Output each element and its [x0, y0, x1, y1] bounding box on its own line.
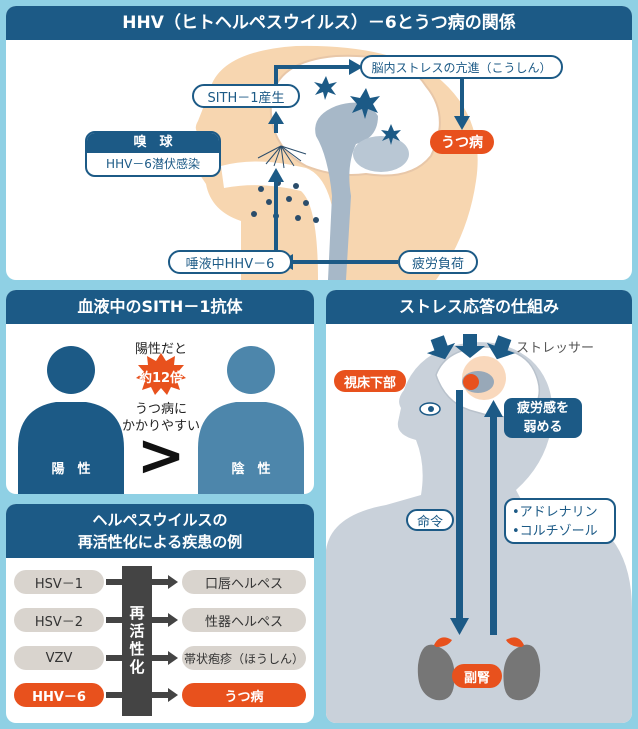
virus-hhv6: HHV－6 — [14, 683, 104, 707]
hypothalamus-label: 視床下部 — [343, 375, 396, 391]
disease-depression: うつ病 — [182, 683, 306, 707]
stressor-label: ストレッサー — [516, 341, 595, 356]
virus-hsv2-label: HSV－2 — [34, 614, 84, 630]
reactivation-panel: ヘルペスウイルスの 再活性化による疾患の例 再活性化 HSV－1 HSV－2 V… — [6, 504, 314, 723]
virus-hsv1-label: HSV－1 — [34, 576, 84, 592]
top-panel: HHV（ヒトヘルペスウイルス）－6とうつ病の関係 — [6, 6, 632, 280]
virus-hsv1: HSV－1 — [14, 570, 104, 594]
virus-hhv6-label: HHV－6 — [32, 689, 86, 705]
silhouettes — [18, 346, 304, 494]
olfactory-title: 嗅 球 — [87, 133, 219, 153]
fatigue-box: 疲労負荷 — [398, 250, 478, 274]
hormone1-item: •アドレナリン — [512, 503, 608, 522]
virus-vzv-label: VZV — [45, 650, 73, 666]
hormone2-label: コルチゾール — [519, 524, 598, 539]
reactivation-title-line1: ヘルペスウイルスの — [92, 511, 228, 529]
brain-stress-label: 脳内ストレスの亢進（こうしん） — [371, 60, 552, 75]
adrenal-label: 副腎 — [463, 670, 490, 686]
virus-vzv: VZV — [14, 646, 104, 670]
command-label: 命令 — [416, 514, 443, 530]
reactivation-title: ヘルペスウイルスの 再活性化による疾患の例 — [6, 504, 314, 558]
olfactory-box: 嗅 球 HHV－6潜伏感染 — [85, 131, 221, 177]
sith-production-label: SITH－1産生 — [207, 90, 285, 106]
times-label: 約12倍 — [138, 371, 184, 386]
disease-depression-label: うつ病 — [224, 689, 264, 705]
reactivation-arrows — [106, 566, 178, 716]
top-panel-title: HHV（ヒトヘルペスウイルス）－6とうつ病の関係 — [6, 6, 632, 40]
virus-hsv2: HSV－2 — [14, 608, 104, 632]
hormone2-item: •コルチゾール — [512, 522, 608, 541]
reactivation-title-line2: 再活性化による疾患の例 — [77, 533, 243, 551]
disease-genital-herpes-label: 性器ヘルペス — [204, 614, 283, 630]
command-box: 命令 — [406, 509, 454, 531]
burst-shape — [136, 353, 186, 395]
disease-shingles: 帯状疱疹（ほうしん） — [182, 646, 306, 670]
adrenal-box: 副腎 — [452, 664, 502, 688]
brain-stress-box: 脳内ストレスの亢進（こうしん） — [360, 55, 563, 79]
body-illustration — [326, 334, 632, 723]
prone-line2: かかりやすい — [121, 419, 200, 434]
hormone1-label: アドレナリン — [519, 505, 598, 520]
positive-label: 陽 性 — [51, 462, 91, 477]
weakens-box: 疲労感を 弱める — [504, 398, 582, 438]
reactivation-center-label: 再活性化 — [129, 604, 145, 676]
fatigue-label: 疲労負荷 — [411, 256, 464, 272]
depression-label-top: うつ病 — [441, 135, 483, 151]
antibody-title: 血液中のSITH－1抗体 — [6, 290, 314, 324]
stress-panel: ストレス応答の仕組み ストレッサー 視床下部 疲労感を 弱める — [326, 290, 632, 723]
antibody-panel: 血液中のSITH－1抗体 陽性だと 約12倍 うつ病に かかりやすい > 陽 性… — [6, 290, 314, 494]
negative-label: 陰 性 — [231, 462, 271, 477]
saliva-label: 唾液中HHV－6 — [185, 256, 275, 272]
greater-than-symbol: > — [136, 421, 186, 489]
if-positive-label: 陽性だと — [134, 342, 187, 357]
disease-shingles-label: 帯状疱疹（ほうしん） — [183, 651, 304, 666]
weakens-line2: 弱める — [523, 420, 563, 435]
hormones-box: •アドレナリン •コルチゾール — [504, 498, 616, 544]
disease-genital-herpes: 性器ヘルペス — [182, 608, 306, 632]
disease-oral-herpes: 口唇ヘルペス — [182, 570, 306, 594]
sith-production-box: SITH－1産生 — [192, 84, 300, 108]
disease-oral-herpes-label: 口唇ヘルペス — [204, 576, 283, 592]
stress-title: ストレス応答の仕組み — [326, 290, 632, 324]
hypothalamus-box: 視床下部 — [334, 370, 406, 392]
weakens-line1: 疲労感を — [516, 401, 569, 416]
prone-line1: うつ病に — [134, 402, 187, 417]
saliva-box: 唾液中HHV－6 — [168, 250, 292, 274]
bullet-icon: • — [512, 524, 520, 539]
bullet-icon: • — [512, 505, 520, 520]
depression-box-top: うつ病 — [430, 130, 494, 154]
olfactory-sub: HHV－6潜伏感染 — [106, 157, 200, 171]
